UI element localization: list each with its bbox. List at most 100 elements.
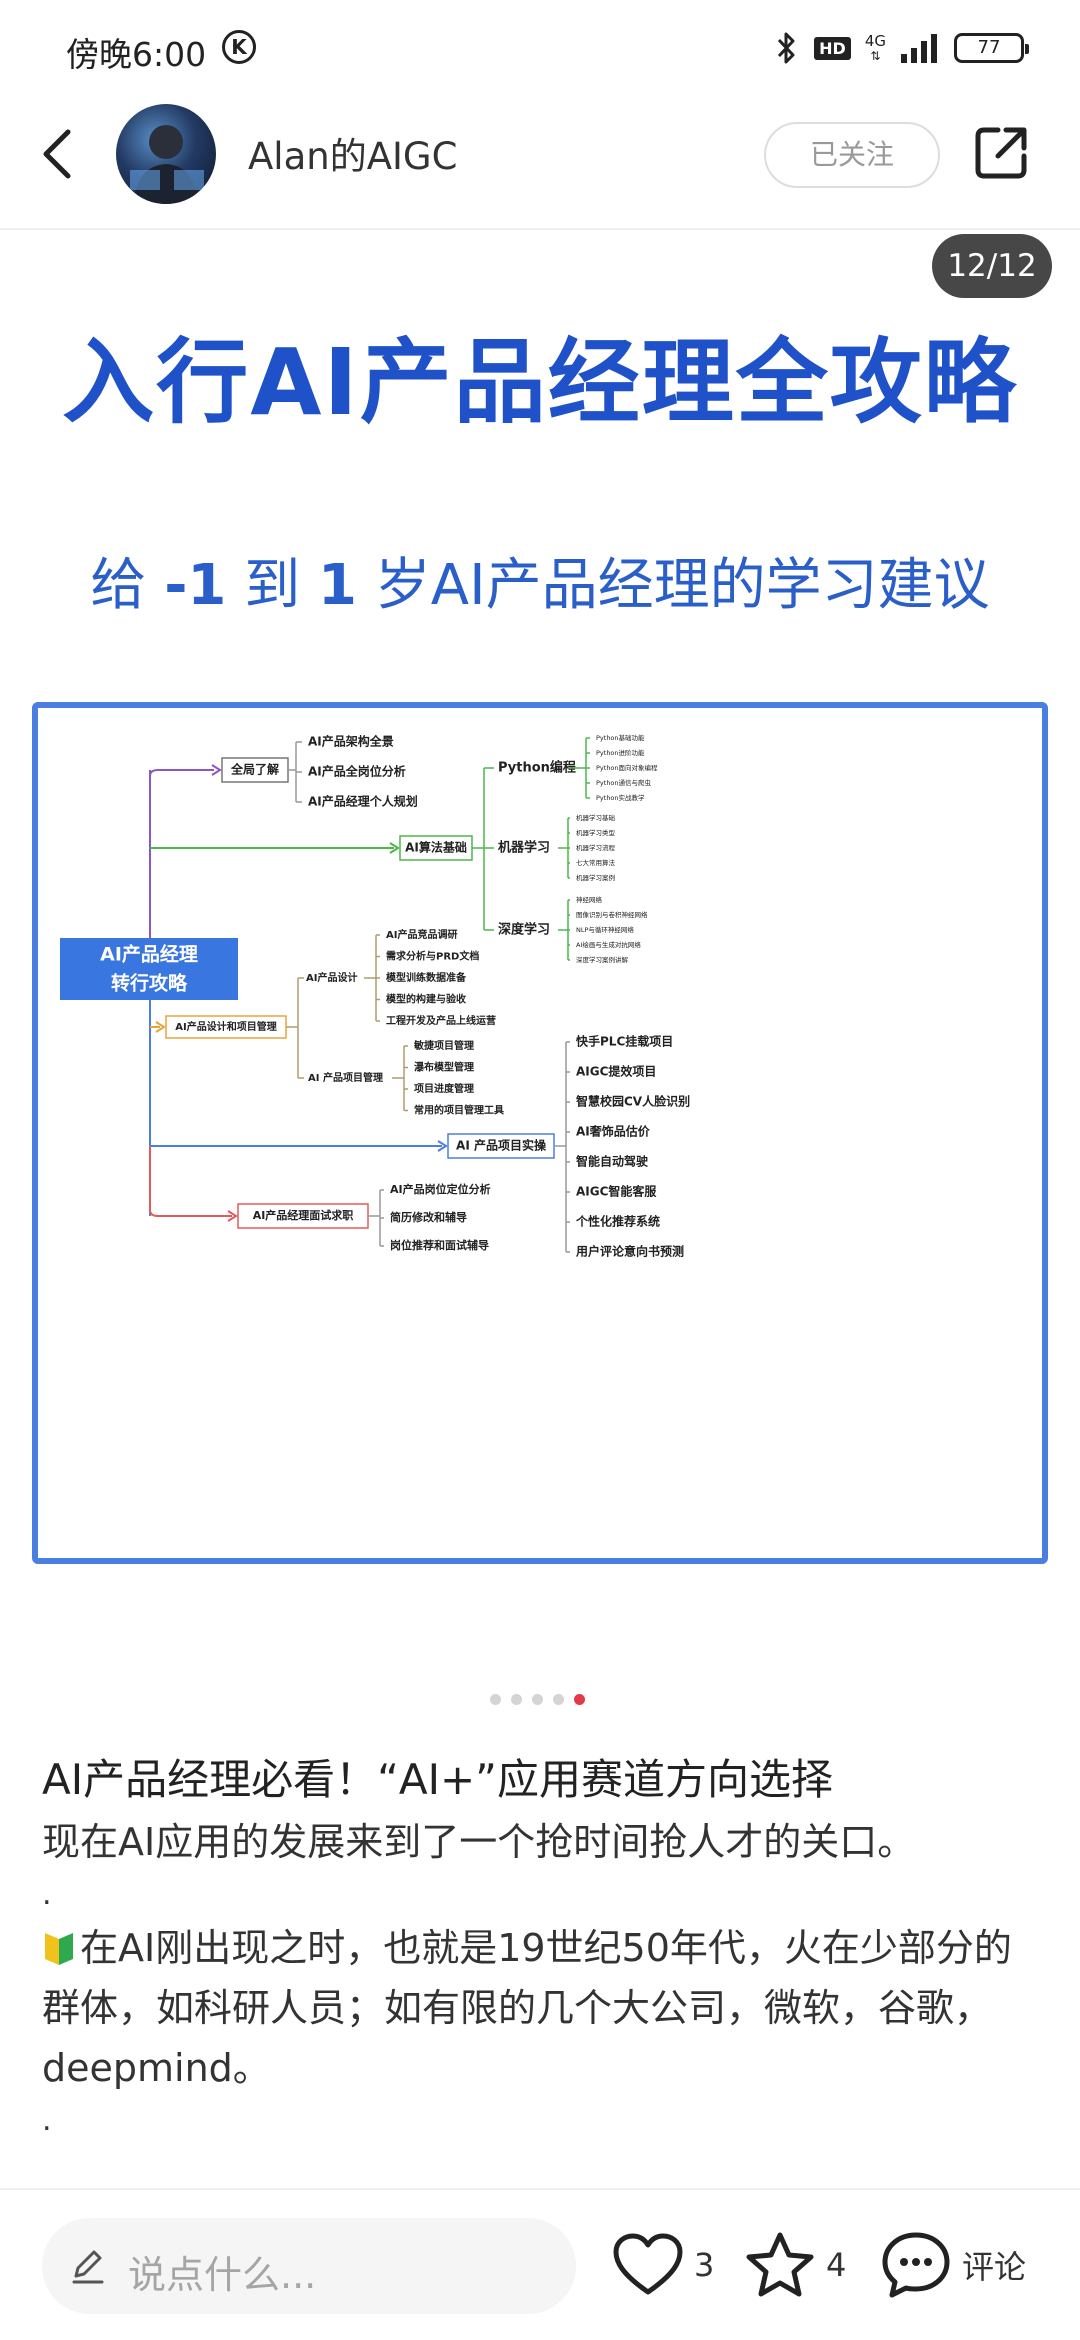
mindmap-arrow — [437, 1140, 448, 1152]
subtitle-part: -1 — [164, 553, 227, 618]
mindmap-node: AI产品经理面试求职 — [253, 1208, 354, 1222]
mindmap-node: AI算法基础 — [405, 840, 467, 855]
article-title: AI产品经理必看！“AI+”应用赛道方向选择 — [42, 1755, 833, 1804]
mindmap-leaf: 神经网络 — [576, 895, 603, 904]
share-icon[interactable] — [972, 124, 1030, 182]
mindmap-node: AI 产品项目管理 — [308, 1071, 383, 1084]
mindmap-arrow — [389, 842, 400, 854]
avatar-image — [130, 125, 204, 204]
carousel-dots — [490, 1694, 585, 1705]
favorite-count: 4 — [826, 2246, 847, 2284]
mindmap-leaf: 机器学习案例 — [576, 873, 615, 882]
mindmap-root-label: AI产品经理 — [100, 943, 198, 966]
follow-button[interactable]: 已关注 — [764, 122, 940, 188]
battery-icon: 77 — [954, 33, 1029, 63]
carousel-dot — [532, 1694, 543, 1705]
mindmap-leaf: Python面向对象编程 — [596, 763, 658, 772]
comment-bubble-icon — [882, 2232, 950, 2298]
subtitle-part: 给 — [90, 553, 165, 618]
mindmap-leaf: AI奢饰品估价 — [576, 1124, 651, 1139]
article-paragraph: 在AI刚出现之时，也就是19世纪50年代，火在少部分的群体，如科研人员；如有限的… — [42, 1918, 1038, 2098]
mindmap-leaf: AI产品竞品调研 — [386, 928, 457, 941]
pencil-icon — [72, 2250, 104, 2284]
mindmap-leaf: AIGC提效项目 — [576, 1064, 656, 1079]
article-paragraph: 现在AI应用的发展来到了一个抢时间抢人才的关口。 — [42, 1820, 916, 1864]
mindmap-leaf: 敏捷项目管理 — [413, 1039, 474, 1052]
mindmap-root-label: 转行攻略 — [111, 972, 188, 995]
mindmap-leaf: 需求分析与PRD文档 — [386, 950, 479, 963]
mindmap-leaf: 用户评论意向书预测 — [575, 1244, 684, 1259]
avatar[interactable] — [116, 104, 216, 204]
mindmap-leaf: 智慧校园CV人脸识别 — [575, 1094, 690, 1109]
mindmap-leaf: AI产品岗位定位分析 — [390, 1182, 491, 1196]
carousel-dot — [490, 1694, 501, 1705]
mindmap-leaf: 机器学习基础 — [576, 813, 616, 822]
mindmap-leaf: 模型的构建与验收 — [386, 993, 466, 1006]
mindmap-root-box — [60, 938, 238, 1000]
mindmap-leaf: 瀑布模型管理 — [414, 1061, 474, 1074]
mindmap-image[interactable]: AI产品经理转行攻略 全局了解 AI产品架构全景 AI产品全岗位分析 AI产品经理个人规… — [32, 702, 1048, 1564]
subtitle-part: 到 — [226, 553, 319, 618]
favorite-button[interactable]: 4 — [744, 2220, 846, 2310]
mindmap-node: 深度学习 — [498, 922, 550, 938]
status-icons: HD 4G ⇅ 77 — [774, 24, 1029, 72]
mindmap-arrow — [227, 1210, 238, 1222]
mindmap-leaf: AI产品全岗位分析 — [308, 764, 406, 779]
heart-icon — [613, 2233, 683, 2295]
mindmap-leaf: 岗位推荐和面试辅导 — [390, 1238, 489, 1252]
mindmap-leaf: 工程开发及产品上线运营 — [386, 1014, 496, 1027]
comment-label: 评论 — [962, 2248, 1027, 2286]
mindmap-leaf: 智能自动驾驶 — [575, 1154, 648, 1169]
signal-icon — [901, 34, 937, 63]
star-icon — [746, 2232, 814, 2297]
mindmap-connector — [149, 769, 214, 938]
mindmap-leaf: AI绘画与生成对抗网络 — [576, 940, 641, 949]
mindmap-arrow — [155, 1021, 166, 1033]
mindmap-node-box — [447, 1133, 555, 1159]
mindmap-leaf: 常用的项目管理工具 — [414, 1104, 504, 1117]
bottom-action-bar: 说点什么... 3 4 评论 — [0, 2188, 1080, 2340]
mindmap-node: AI产品设计和项目管理 — [175, 1020, 276, 1033]
mindmap-node: Python编程 — [498, 760, 576, 776]
like-button[interactable]: 3 — [612, 2220, 714, 2310]
mindmap-leaf: 七大常用算法 — [576, 858, 616, 867]
network-icon: 4G ⇅ — [864, 31, 886, 63]
mindmap-leaf: 项目进度管理 — [414, 1082, 474, 1095]
mindmap-leaf: AI产品架构全景 — [308, 734, 394, 749]
mindmap-leaf: 机器学习类型 — [576, 828, 616, 837]
image-subtitle: 给 -1 到 1 岁AI产品经理的学习建议 — [0, 540, 1080, 621]
image-counter: 12/12 — [932, 234, 1052, 298]
like-count: 3 — [694, 2246, 715, 2284]
image-title: 入行AI产品经理全攻略 — [62, 329, 1018, 436]
mindmap-leaf: 模型训练数据准备 — [386, 971, 467, 984]
mindmap-node-box — [399, 835, 473, 861]
mindmap-leaf: AI产品经理个人规划 — [308, 794, 418, 809]
separator: . — [42, 2103, 52, 2138]
carousel-dot-active — [574, 1694, 585, 1705]
bluetooth-icon — [778, 32, 795, 64]
author-name[interactable]: Alan的AIGC — [248, 135, 458, 178]
hd-badge: HD — [814, 36, 851, 60]
mindmap-leaf: 图像识别与卷积神经网络 — [576, 910, 648, 919]
carousel-dot — [553, 1694, 564, 1705]
mindmap-leaf: Python实战教学 — [596, 793, 645, 802]
mindmap-connector — [149, 1146, 232, 1217]
status-bar: 傍晚6:00 K HD 4G ⇅ 77 — [0, 0, 1080, 96]
mindmap-node: AI产品设计 — [306, 971, 357, 984]
mindmap-leaf: NLP与循环神经网络 — [576, 925, 634, 934]
back-icon[interactable] — [30, 118, 90, 188]
subtitle-part: 1 — [318, 553, 357, 618]
mindmap-leaf: AIGC智能客服 — [576, 1184, 657, 1199]
network-label: 4G — [864, 31, 886, 50]
comment-input[interactable]: 说点什么... — [42, 2218, 576, 2314]
carousel-dot — [511, 1694, 522, 1705]
mindmap-leaf: 机器学习流程 — [576, 843, 616, 852]
mindmap-node: 全局了解 — [230, 762, 279, 777]
article-paragraph-text: 在AI刚出现之时，也就是19世纪50年代，火在少部分的群体，如科研人员；如有限的… — [42, 1926, 1012, 2090]
mindmap-node: AI 产品项目实操 — [456, 1138, 547, 1153]
article-body: AI产品经理必看！“AI+”应用赛道方向选择 现在AI应用的发展来到了一个抢时间… — [42, 1748, 1038, 2144]
comment-placeholder: 说点什么... — [128, 2253, 317, 2297]
comment-button[interactable]: 评论 — [880, 2220, 1026, 2310]
subtitle-part: 岁AI产品经理的学习建议 — [356, 553, 990, 618]
